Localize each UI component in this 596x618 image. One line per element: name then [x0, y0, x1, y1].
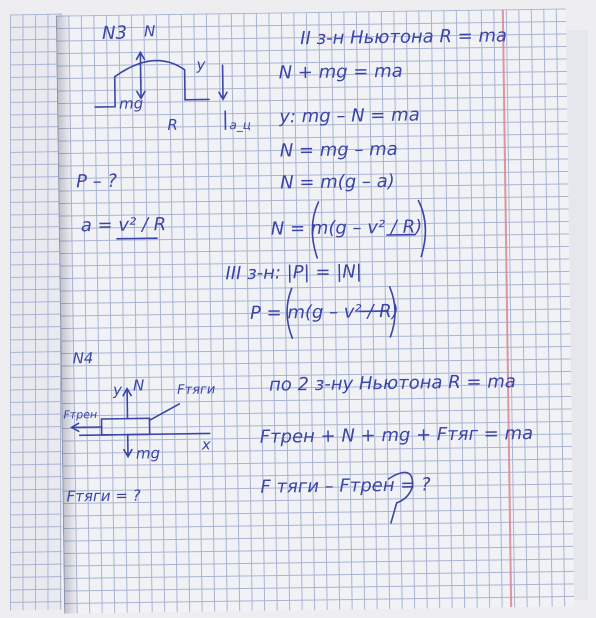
eq-N-3: N = m(g – v² / R): [270, 216, 423, 240]
law-heading-3: II з-н Ньютона R = ma: [300, 25, 508, 50]
eq4-vector-sum: Fтрен + N + mg + Fтяг = ma: [259, 422, 534, 448]
vector-N-label: N: [143, 22, 156, 41]
force-pull-label: Fтяги: [176, 382, 216, 398]
vector-N4-label: N: [132, 376, 145, 395]
vector-mg-label: mg: [118, 94, 144, 113]
axis-y-label-4: y: [112, 380, 123, 399]
unknown-Fpull: Fтяги = ?: [66, 486, 141, 506]
eq4-projection: F тяги – Fтрен = ?: [260, 474, 431, 498]
axis-x-label: x: [201, 435, 211, 454]
eq-N-2: N = m(g – a): [280, 170, 395, 194]
law-heading-4: по 2 з-ну Ньютона R = ma: [268, 371, 516, 396]
vector-mg4-label: mg: [135, 444, 161, 463]
arrow-fpull: [148, 403, 181, 422]
third-law: III з-н: |P| = |N|: [225, 261, 362, 285]
unknown-P: P – ?: [76, 170, 118, 193]
eq-projection-y: y: mg – N = ma: [279, 104, 420, 128]
block: [100, 417, 151, 436]
radius-label: R: [167, 115, 178, 135]
left-notebook-page: [10, 13, 62, 611]
result-P: P = m(g – v² / R): [249, 300, 399, 324]
notebook-page: N3 N mg y R a_ц P – ? a = v² / R II з-н …: [55, 8, 575, 614]
eq-N-1: N = mg – ma: [279, 138, 398, 162]
axis-y-label: y: [196, 55, 206, 74]
problem-3-number: N3: [101, 22, 128, 44]
bridge-arc: [94, 59, 210, 108]
problem-4-number: N4: [72, 349, 94, 368]
accel-label: a_ц: [229, 117, 252, 133]
eq-vector-sum: N + mg = ma: [278, 60, 403, 84]
force-friction-label: Fтрен: [63, 408, 98, 422]
formula-a: a = v² / R: [80, 214, 167, 237]
diagram-sketches: [69, 50, 427, 524]
